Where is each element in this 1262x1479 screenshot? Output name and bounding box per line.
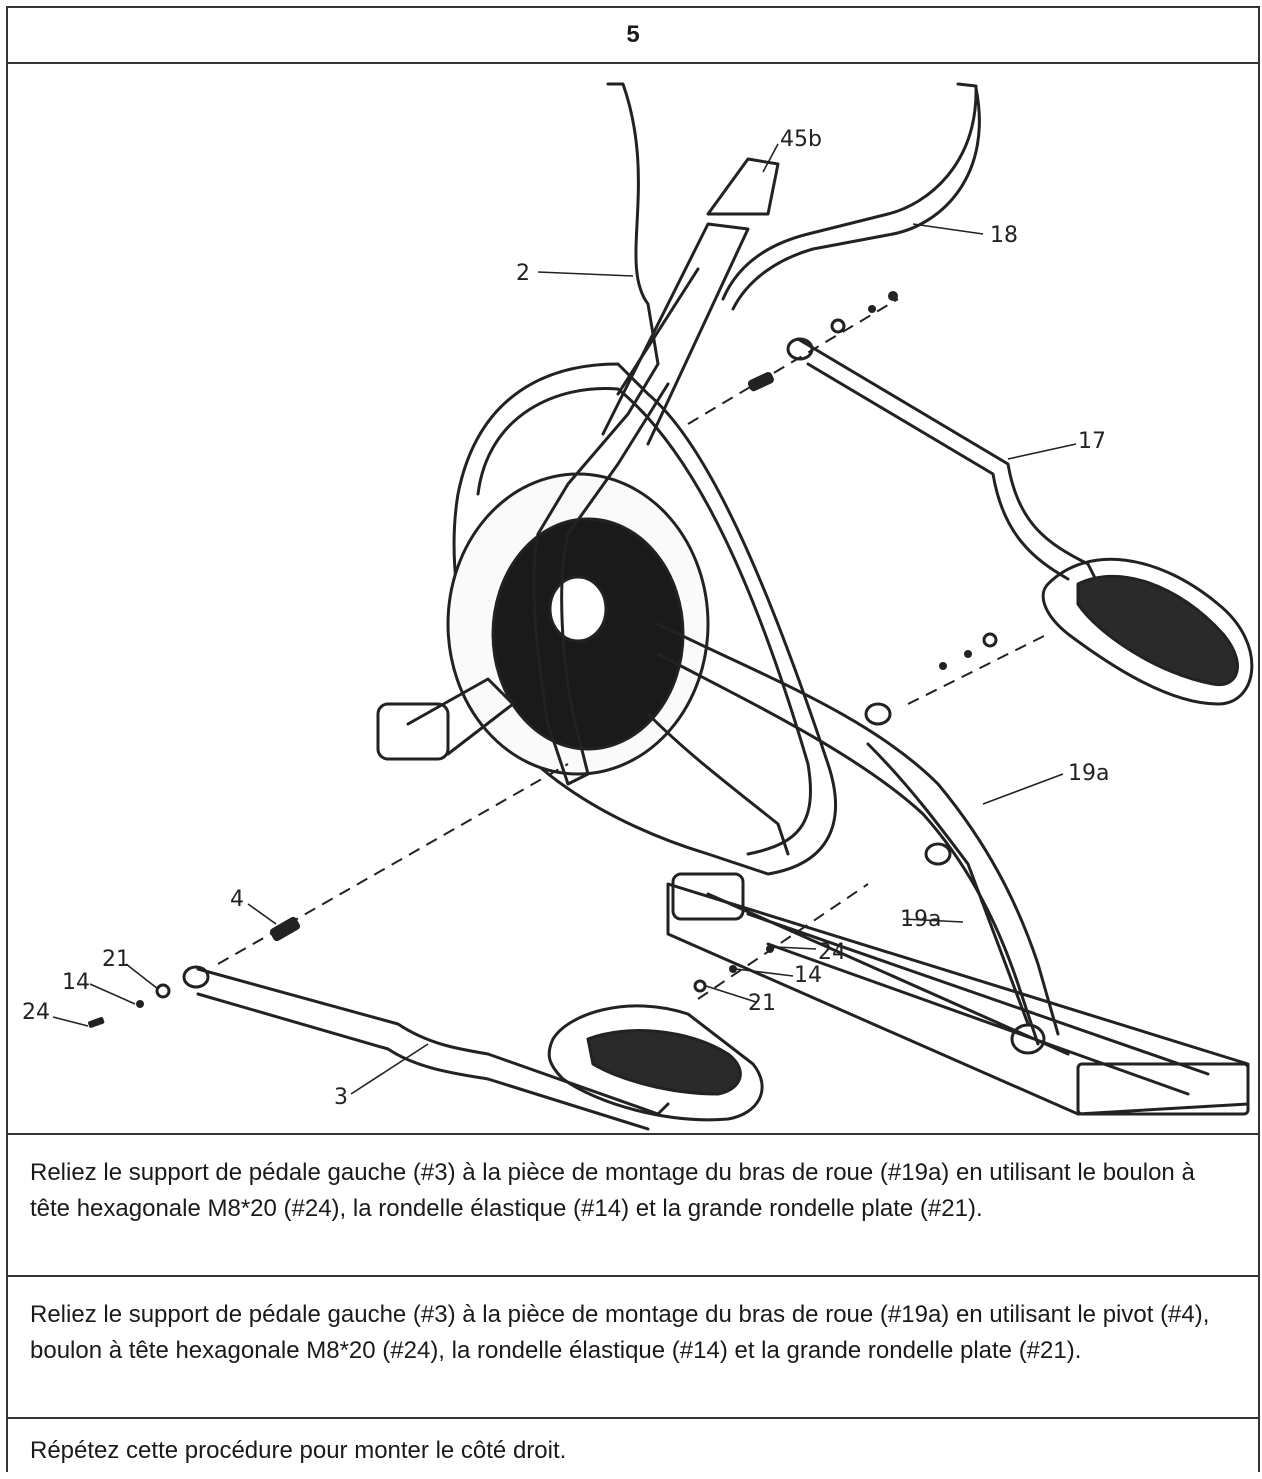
part-label-4: 4: [230, 887, 244, 912]
pedal-right: [1041, 557, 1254, 706]
base-frame: [666, 882, 1250, 1116]
assembly-diagram: 45b 18 2 17 19a 19a 4 21 14 24 3 24 14 2…: [8, 64, 1258, 1135]
part-label-21-right: 21: [748, 991, 776, 1016]
wheel-arm-upper: [656, 622, 1060, 1036]
console-mast: [601, 222, 750, 446]
washer-left: [155, 983, 171, 999]
front-stabilizer: [376, 702, 450, 761]
instruction-text-2: Reliez le support de pédale gauche (#3) …: [8, 1277, 1258, 1419]
wheel-arm-lower: [866, 742, 1030, 1026]
part-label-21-left: 21: [102, 947, 130, 972]
step-number: 5: [8, 8, 1258, 64]
handlebar-left: [532, 82, 670, 786]
part-label-45b: 45b: [780, 127, 822, 152]
part-label-24-right: 24: [818, 940, 846, 965]
pivot-axle: [269, 916, 301, 942]
dash-line-right-lower: [907, 633, 1049, 705]
rear-stabilizer: [1076, 1062, 1250, 1116]
part-label-14-right: 14: [794, 963, 822, 988]
part-label-2: 2: [516, 261, 530, 286]
part-label-19a-lower: 19a: [900, 907, 941, 932]
part-label-18: 18: [990, 223, 1018, 248]
bolt-left: [88, 1017, 105, 1028]
assembly-step-table: 5: [6, 6, 1260, 1472]
front-stabilizer-foot: [671, 872, 745, 921]
pedal-left: [547, 1004, 764, 1122]
spring-washer-left: [136, 1000, 144, 1008]
elliptical-trainer-drawing: 45b 18 2 17 19a 19a 4 21 14 24 3 24 14 2…: [22, 82, 1254, 1131]
handlebar-right: [721, 82, 978, 301]
console-bracket: [706, 157, 780, 216]
dash-line-right-upper: [687, 298, 899, 425]
part-label-24-left: 24: [22, 1000, 50, 1025]
instruction-text-3: Répétez cette procédure pour monter le c…: [30, 1437, 567, 1464]
flywheel-hub: [548, 575, 608, 643]
pedal-arm-left: [196, 967, 670, 1116]
instruction-text-1: Reliez le support de pédale gauche (#3) …: [8, 1135, 1258, 1277]
pedal-arm-right: [796, 337, 1100, 586]
dash-line-lower-hardware: [697, 883, 869, 1000]
part-label-19a-upper: 19a: [1068, 761, 1109, 786]
part-label-14-left: 14: [62, 970, 90, 995]
part-label-3: 3: [334, 1085, 348, 1110]
part-label-17: 17: [1078, 429, 1106, 454]
dash-line-left: [217, 763, 569, 965]
